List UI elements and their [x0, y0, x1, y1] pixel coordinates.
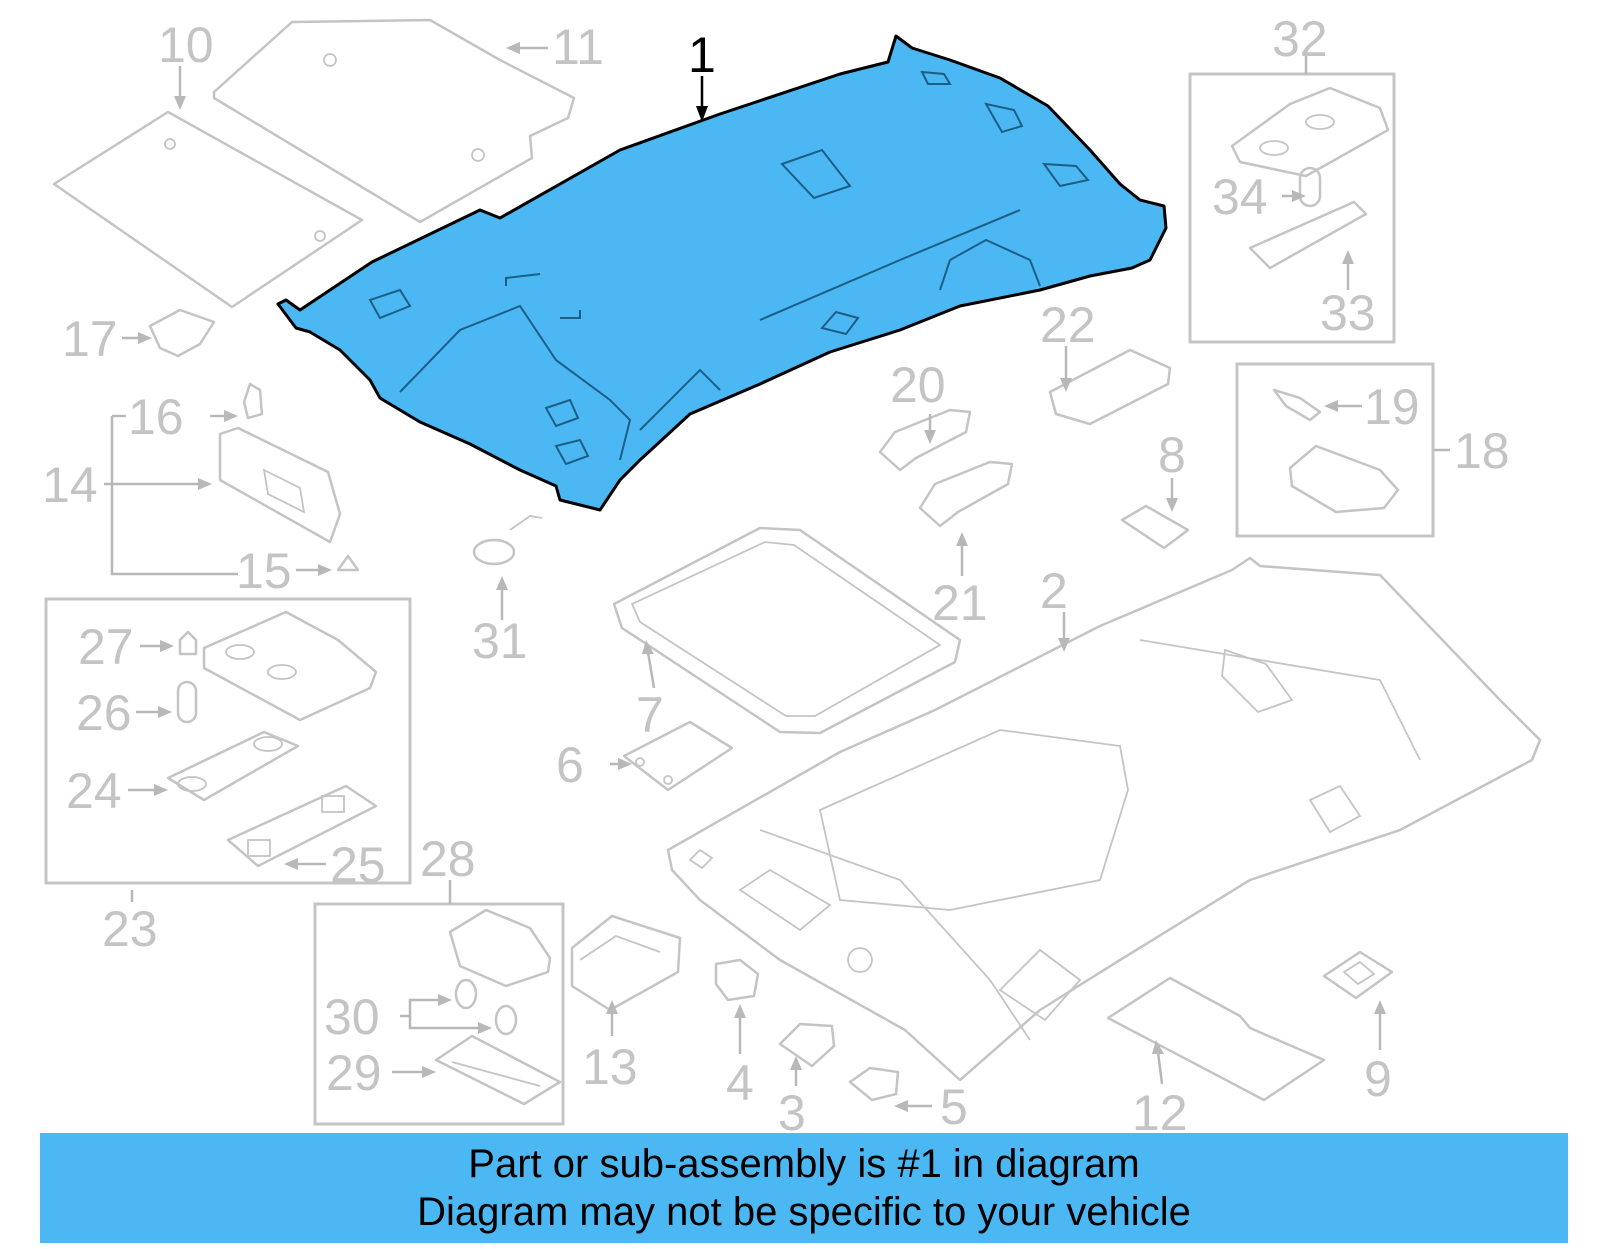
part-31-lamp [472, 515, 543, 566]
callout-32[interactable]: 32 [1272, 11, 1328, 67]
part-2-headliner [666, 556, 1542, 1082]
part-12-pad [1106, 976, 1326, 1102]
callout-30[interactable]: 30 [324, 989, 380, 1045]
part-1-headliner-highlighted[interactable] [276, 34, 1168, 512]
part-5-clip [848, 1066, 900, 1102]
part-13-bracket [570, 914, 682, 1012]
part-6-pad [622, 720, 734, 792]
part-20-grab-handle [878, 408, 972, 472]
group-box-23 [44, 597, 412, 885]
callout-23[interactable]: 23 [102, 901, 158, 957]
part-25-lens [226, 784, 378, 868]
callout-29[interactable]: 29 [326, 1045, 382, 1101]
callout-25[interactable]: 25 [330, 837, 386, 893]
callout-18[interactable]: 18 [1454, 423, 1510, 479]
callout-17[interactable]: 17 [62, 311, 118, 367]
part-17-clip [148, 308, 216, 358]
part-11-pad [212, 18, 576, 224]
part-16-bracket [242, 382, 264, 420]
part-3-clip [778, 1022, 836, 1068]
callout-4[interactable]: 4 [726, 1055, 754, 1111]
banner-line-disclaimer: Diagram may not be specific to your vehi… [417, 1190, 1191, 1234]
callout-28[interactable]: 28 [420, 831, 476, 887]
callout-9[interactable]: 9 [1364, 1051, 1392, 1107]
part-33-lens [1248, 200, 1368, 270]
callout-7[interactable]: 7 [636, 687, 664, 743]
callout-labels: 1 2 3 4 5 6 7 8 9 10 11 12 13 14 15 16 1… [42, 11, 1510, 1141]
callout-13[interactable]: 13 [582, 1039, 638, 1095]
callout-31[interactable]: 31 [472, 613, 528, 669]
part-8-pad [1120, 504, 1190, 550]
part-34-bulb [1298, 166, 1322, 208]
leader-lines [104, 42, 1450, 1112]
part-7-frame [612, 526, 962, 735]
callout-6[interactable]: 6 [556, 737, 584, 793]
part-24-bezel [166, 730, 300, 802]
part-19-bulb [1272, 388, 1322, 422]
info-banner: Part or sub-assembly is #1 in diagram Di… [40, 1133, 1568, 1243]
callout-5[interactable]: 5 [940, 1079, 968, 1135]
group-box-28 [313, 902, 565, 1126]
part-26-bulb [176, 680, 198, 724]
callout-8[interactable]: 8 [1158, 427, 1186, 483]
banner-line-part-number: Part or sub-assembly is #1 in diagram [468, 1142, 1140, 1186]
part-28-lamp-housing [448, 908, 552, 988]
callout-11[interactable]: 11 [552, 19, 604, 75]
callout-20[interactable]: 20 [890, 357, 946, 413]
callout-16[interactable]: 16 [128, 389, 184, 445]
callout-10[interactable]: 10 [158, 17, 214, 73]
callout-3[interactable]: 3 [778, 1085, 806, 1141]
part-18-lamp [1288, 444, 1400, 514]
callout-22[interactable]: 22 [1040, 297, 1096, 353]
callout-1[interactable]: 1 [688, 27, 716, 83]
group-box-18 [1235, 362, 1435, 538]
callout-24[interactable]: 24 [66, 763, 122, 819]
group-box-32 [1188, 72, 1396, 344]
callout-34[interactable]: 34 [1212, 169, 1268, 225]
part-29-lens [434, 1034, 562, 1106]
part-14-sun-visor [218, 426, 342, 544]
callout-27[interactable]: 27 [78, 619, 134, 675]
callout-15[interactable]: 15 [236, 543, 292, 599]
callout-19[interactable]: 19 [1364, 379, 1420, 435]
part-23-console [202, 610, 378, 722]
part-4-clip [714, 958, 760, 1002]
callout-33[interactable]: 33 [1320, 285, 1376, 341]
callout-21[interactable]: 21 [932, 575, 988, 631]
part-22-bracket [1048, 348, 1172, 426]
part-10-pad [52, 110, 364, 309]
part-27-cap [178, 630, 198, 656]
callout-12[interactable]: 12 [1132, 1085, 1188, 1141]
part-30-bulb [454, 978, 518, 1036]
callout-26[interactable]: 26 [76, 685, 132, 741]
part-9-clip [1322, 950, 1394, 1000]
callout-2[interactable]: 2 [1040, 563, 1068, 619]
part-15-clip [336, 554, 360, 572]
part-21-grab-handle [918, 460, 1014, 528]
callout-14[interactable]: 14 [42, 457, 98, 513]
part-32-console [1230, 86, 1390, 178]
